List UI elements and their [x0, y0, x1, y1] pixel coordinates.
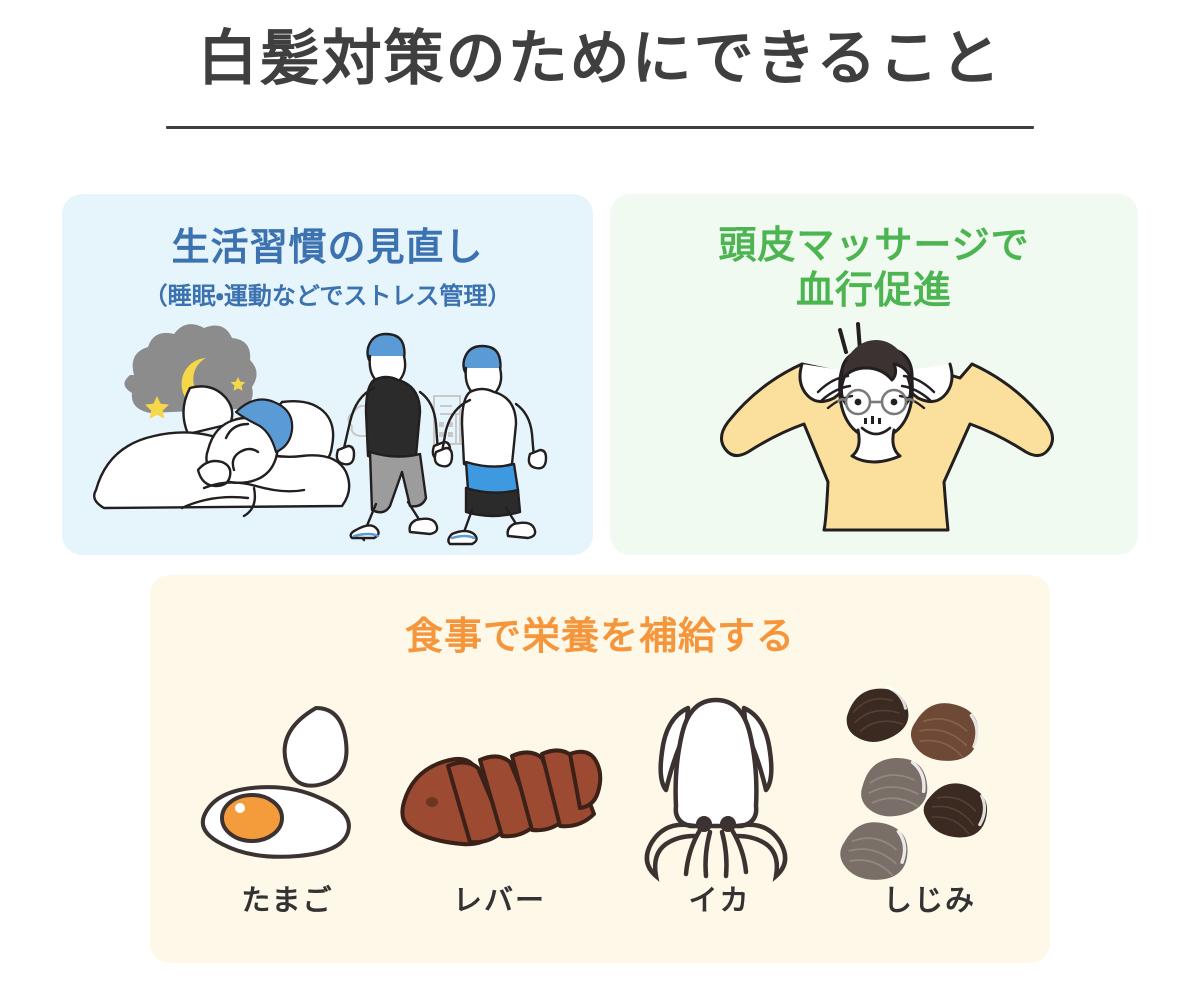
food-label-clam: しじみ: [882, 885, 976, 917]
egg-illustration: [180, 690, 395, 875]
food-item-squid: イカ: [612, 690, 827, 919]
face-details: [854, 398, 898, 424]
liver-illustration: [392, 690, 607, 875]
card-massage-heading: 頭皮マッサージで 血行促進: [610, 224, 1138, 314]
food-label-egg: たまご: [241, 885, 334, 917]
food-item-clam: しじみ: [822, 685, 1037, 919]
bed-and-sleeper: [93, 385, 351, 518]
walking-people-illustration: [330, 326, 562, 546]
walker-right: [433, 344, 548, 546]
card-lifestyle-heading: 生活習慣の見直し: [171, 227, 484, 269]
card-diet-heading: 食事で栄養を補給する: [404, 616, 795, 658]
massage-figure: [720, 340, 1054, 532]
page-title: 白髪対策のためにできること: [197, 25, 1003, 92]
card-massage-heading-line2: 血行促進: [795, 269, 952, 312]
food-label-liver: レバー: [452, 885, 546, 917]
face-features: [836, 388, 916, 416]
walker-left: [335, 332, 452, 542]
food-label-squid: イカ: [688, 885, 751, 917]
sleeper-hair: [234, 398, 294, 454]
card-massage-heading-line1: 頭皮マッサージで: [718, 225, 1030, 267]
food-item-egg: たまご: [180, 690, 395, 919]
food-item-liver: レバー: [392, 690, 607, 919]
squid-illustration: [612, 690, 827, 882]
page-header: 白髪対策のためにできること: [0, 26, 1200, 92]
card-lifestyle-subheading: （睡眠・運動などでストレス管理）: [143, 283, 512, 310]
sleeping-person-illustration: [86, 324, 351, 535]
clams-illustration: [822, 685, 1037, 880]
title-divider: [166, 126, 1034, 129]
scalp-massage-illustration: [706, 318, 1054, 553]
